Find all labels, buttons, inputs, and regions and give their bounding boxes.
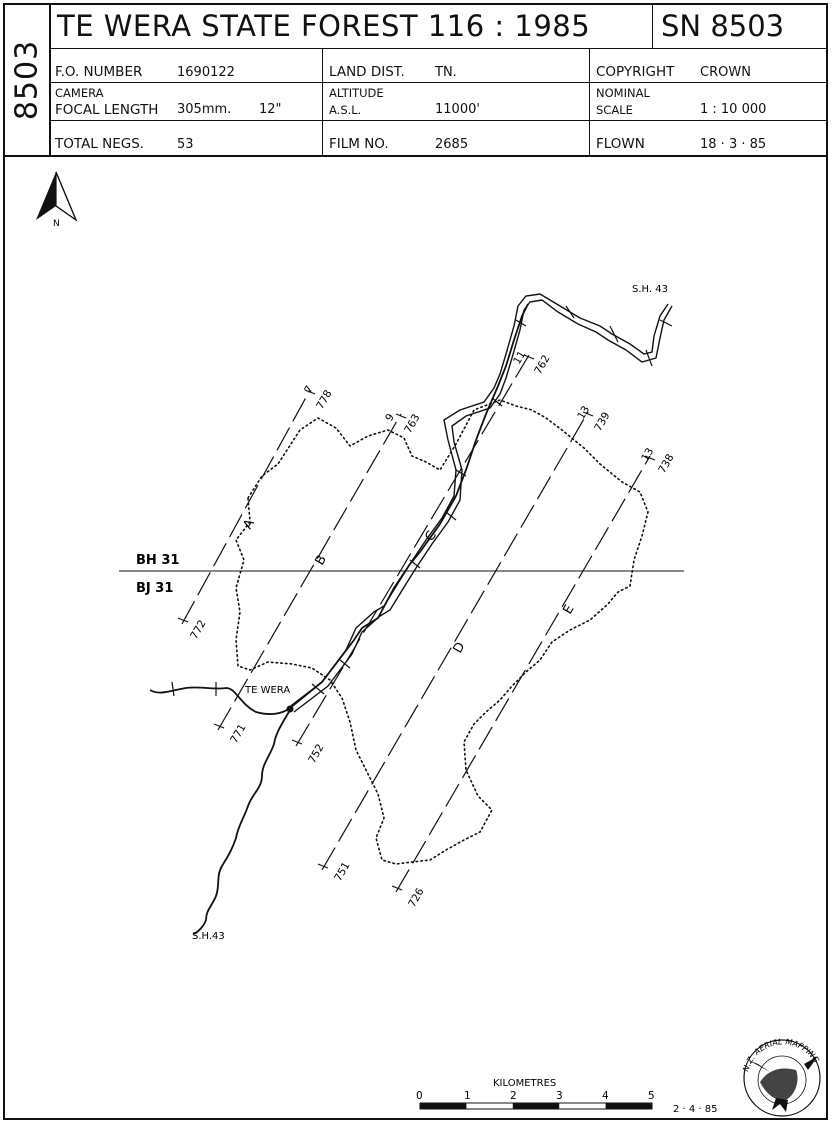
flown-label: FLOWN [596, 136, 645, 152]
run-letter-d: D [450, 640, 468, 656]
road-ticks [171, 681, 325, 697]
focal-length-inches: 12" [259, 102, 282, 117]
run-e-count: 13 [639, 446, 656, 464]
asl-label: A.S.L. [329, 103, 362, 117]
north-arrow-icon: N [36, 171, 78, 229]
copyright-label: COPYRIGHT [596, 64, 675, 80]
run-e-end: 738 [656, 452, 676, 475]
altitude-label: ALTITUDE [329, 86, 384, 100]
run-d-end: 739 [592, 410, 612, 433]
run-c-end: 762 [532, 353, 552, 376]
run-letter-b: B [312, 553, 329, 568]
film-no-cell: FILM NO. 2685 [323, 121, 590, 155]
title-block: 8503 TE WERA STATE FOREST 116 : 1985 SN … [5, 5, 826, 157]
altitude-value: 11000' [435, 102, 480, 117]
map-sheet: 8503 TE WERA STATE FOREST 116 : 1985 SN … [3, 3, 828, 1120]
scale-tick-2: 2 [510, 1090, 517, 1102]
camera-cell: CAMERA FOCAL LENGTH 305mm. 12" [49, 83, 323, 121]
flown-value: 18 · 3 · 85 [700, 137, 767, 152]
flight-run-d [321, 411, 589, 871]
total-negs-label: TOTAL NEGS. [55, 136, 145, 152]
run-a-start: 772 [188, 618, 208, 641]
scale-tick-1: 1 [464, 1090, 471, 1102]
flight-run-b [217, 413, 402, 731]
run-end-labels: 772 778 7 771 763 9 752 762 11 751 739 1… [188, 349, 676, 910]
run-e-start: 726 [406, 886, 427, 910]
scale-bar-title: KILOMETRES [493, 1078, 556, 1089]
flight-run-e [395, 455, 651, 893]
run-d-count: 13 [575, 404, 592, 422]
run-b-end: 763 [402, 412, 422, 435]
highway-label-south: S.H.43 [192, 931, 225, 942]
grid-label-bh31: BH 31 [136, 553, 179, 568]
copyright-value: CROWN [700, 65, 751, 80]
flown-cell: FLOWN 18 · 3 · 85 [590, 121, 826, 155]
nominal-label: NOMINAL [596, 86, 650, 100]
land-dist-label: LAND DIST. [329, 64, 405, 80]
scale-tick-3: 3 [556, 1090, 563, 1102]
copyright-cell: COPYRIGHT CROWN [590, 49, 826, 83]
logo-text: N.Z. AERIAL MAPPING LTD [0, 0, 822, 1073]
run-a-end: 778 [314, 388, 334, 411]
north-label: N [53, 219, 60, 229]
run-c-start: 752 [306, 742, 326, 765]
river-double-line [287, 293, 673, 713]
scale-cell: NOMINAL SCALE 1 : 10 000 [590, 83, 826, 121]
land-dist-value: TN. [435, 65, 457, 80]
run-letters: A B C D E [240, 517, 577, 656]
state-highway-43-south [193, 709, 291, 935]
flight-run-c [295, 354, 530, 747]
state-highway-43 [149, 303, 529, 715]
flight-runs [181, 354, 651, 893]
run-c-count: 11 [511, 349, 528, 367]
scale-label: SCALE [596, 103, 633, 117]
run-b-count: 9 [383, 412, 397, 424]
run-d-start: 751 [332, 860, 352, 883]
river-ticks [339, 305, 673, 669]
land-dist-cell: LAND DIST. TN. [323, 49, 590, 83]
grid-label-bj31: BJ 31 [136, 581, 173, 596]
film-no-label: FILM NO. [329, 136, 389, 152]
scale-tick-4: 4 [602, 1090, 609, 1102]
fo-number-value: 1690122 [177, 65, 235, 80]
sn-number: SN 8503 [653, 5, 826, 49]
flight-run-a [181, 389, 311, 625]
scale-tick-5: 5 [648, 1090, 655, 1102]
run-b-start: 771 [228, 722, 248, 745]
altitude-cell: ALTITUDE A.S.L. 11000' [323, 83, 590, 121]
fo-number-label: F.O. NUMBER [55, 64, 143, 80]
te-wera-town-dot-icon [286, 705, 294, 713]
highway-label-north: S.H. 43 [632, 284, 668, 295]
scale-tick-0: 0 [416, 1090, 423, 1102]
total-negs-cell: TOTAL NEGS. 53 [49, 121, 323, 155]
focal-length-value: 305mm. [177, 102, 232, 117]
film-no-value: 2685 [435, 137, 469, 152]
forest-boundary [235, 399, 649, 865]
date-stamp: 2 · 4 · 85 [673, 1104, 718, 1115]
run-a-count: 7 [302, 384, 316, 396]
town-label-te-wera: TE WERA [244, 685, 290, 696]
total-negs-value: 53 [177, 137, 194, 152]
run-letter-e: E [560, 602, 577, 617]
focal-length-label: FOCAL LENGTH [55, 102, 159, 118]
scale-bar: KILOMETRES 0 1 2 3 4 5 2 · 4 · 85 [416, 1078, 718, 1115]
scale-value: 1 : 10 000 [700, 102, 767, 117]
sheet-number-vertical: 8503 [5, 5, 51, 155]
fo-number-cell: F.O. NUMBER 1690122 [49, 49, 323, 83]
camera-label: CAMERA [55, 86, 104, 100]
sheet-title: TE WERA STATE FOREST 116 : 1985 [49, 5, 653, 49]
